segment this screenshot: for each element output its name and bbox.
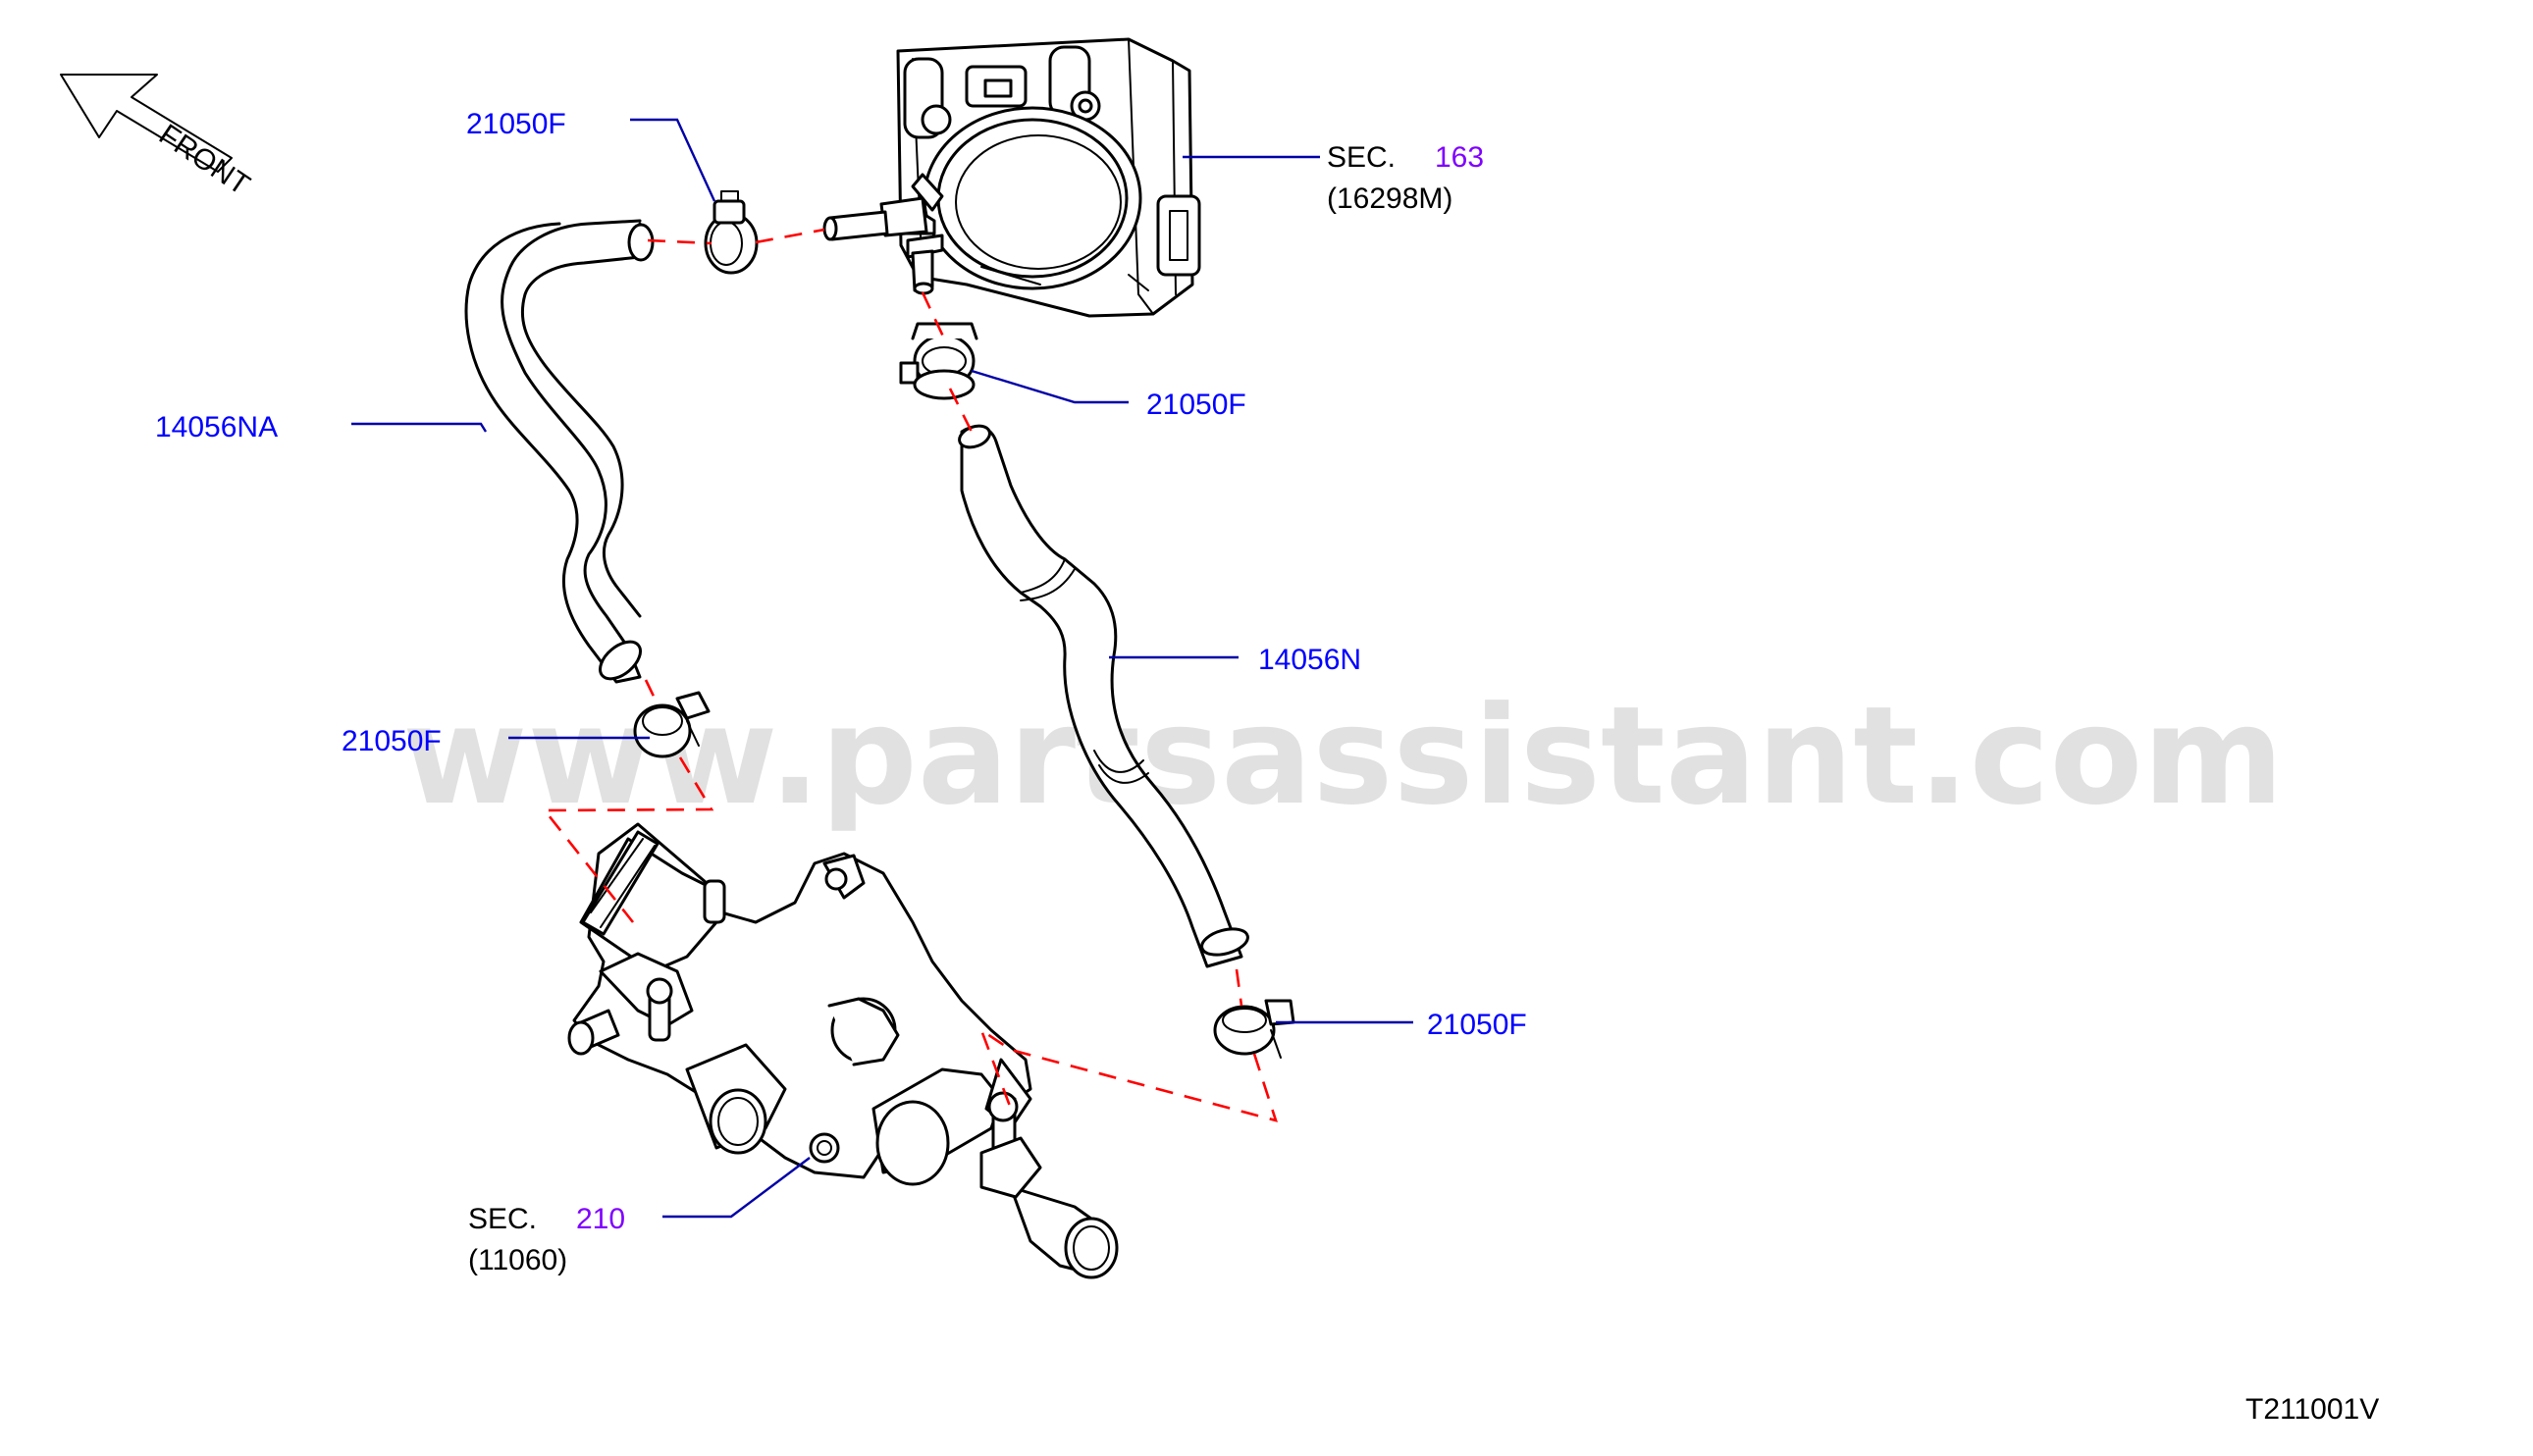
hose-14056n — [958, 424, 1249, 968]
diagram-code: T211001V — [2245, 1393, 2379, 1426]
front-arrow-icon — [60, 74, 233, 173]
section-throttle-part: (16298M) — [1327, 182, 1452, 215]
hose-14056na — [464, 219, 655, 684]
watermark: www.partsassistant.com — [402, 677, 2284, 835]
clamp-top — [704, 190, 759, 275]
thermostat-housing — [567, 822, 1119, 1279]
callout-hose-left[interactable]: 14056NA — [155, 411, 278, 443]
section-throttle-prefix: SEC. — [1327, 141, 1396, 174]
callout-hose-right[interactable]: 14056N — [1258, 644, 1361, 676]
leader-lines — [351, 118, 1413, 1219]
section-thermostat-part: (11060) — [468, 1244, 567, 1276]
clamp-left — [633, 691, 711, 758]
section-throttle-link[interactable]: 163 — [1435, 141, 1484, 174]
callout-clamp-mid[interactable]: 21050F — [1146, 389, 1246, 421]
callout-clamp-top[interactable]: 21050F — [466, 108, 566, 140]
dashed-guides — [542, 228, 1278, 1122]
clamp-right — [1213, 999, 1295, 1059]
callout-clamp-right[interactable]: 21050F — [1427, 1009, 1527, 1041]
throttle-body — [822, 37, 1201, 318]
front-label: FRONT — [153, 118, 255, 201]
section-thermostat-link[interactable]: 210 — [576, 1203, 625, 1235]
callout-clamp-left[interactable]: 21050F — [342, 725, 442, 757]
clamp-mid — [899, 322, 978, 400]
section-thermostat-prefix: SEC. — [468, 1203, 537, 1235]
